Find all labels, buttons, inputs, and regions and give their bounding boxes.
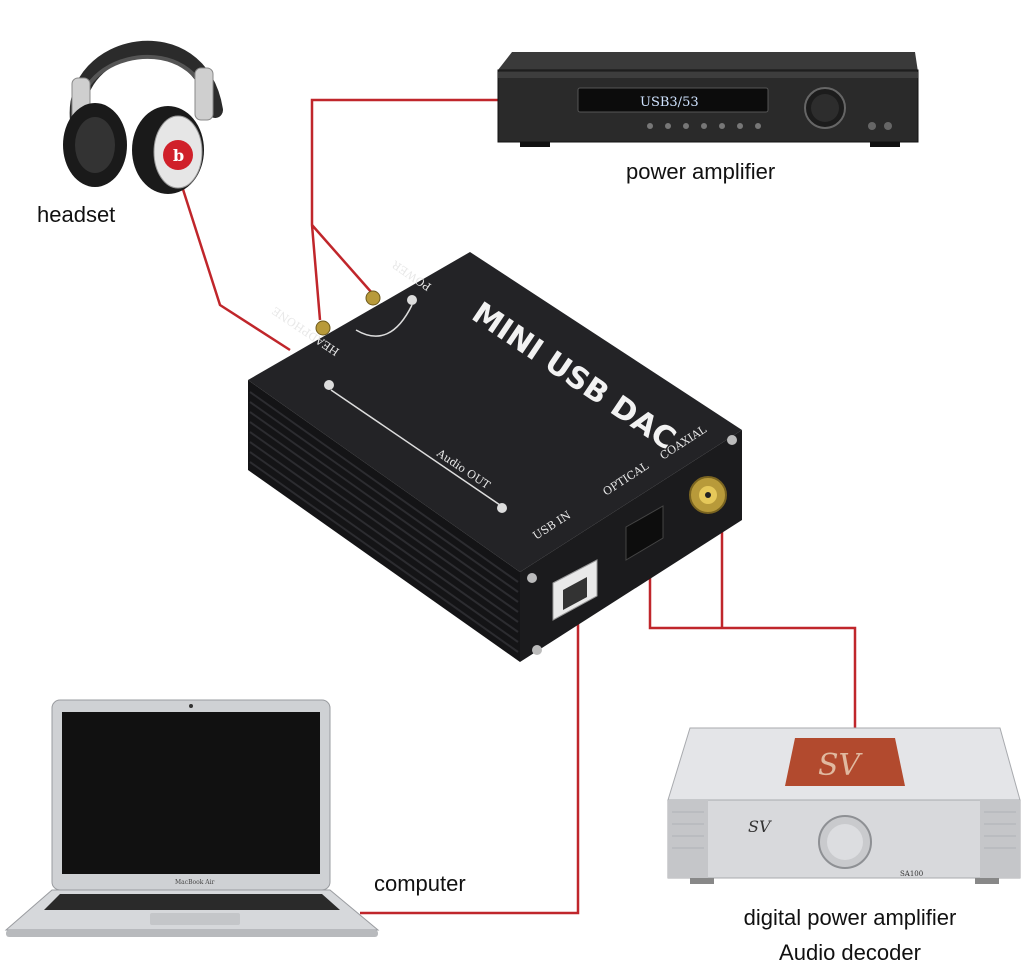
svg-text:b: b (173, 146, 184, 165)
power-amp-cable (310, 98, 500, 321)
headphones-icon: b (63, 40, 223, 194)
power-amplifier-label: power amplifier (626, 159, 776, 184)
decoder-model: SA100 (900, 870, 923, 878)
computer-label: computer (374, 871, 466, 896)
laptop-device: MacBook Air (4, 699, 380, 937)
optical-cable (648, 560, 857, 728)
computer-cable (360, 615, 580, 915)
laptop-brand: MacBook Air (175, 879, 215, 886)
headset-cable (178, 179, 291, 352)
usb-dac-device: MINI USB DAC POWER HEADPHONE Audio OUT U… (248, 252, 742, 662)
power-amplifier-device: USB3/53 (497, 52, 919, 147)
digital-amp-label: digital power amplifier (743, 905, 957, 930)
decoder-top-logo: SV (818, 748, 864, 783)
power-amp-cable-branch (311, 224, 373, 294)
decoder-front-logo: SV (748, 817, 772, 836)
headset-label: headset (37, 202, 116, 227)
amp-display-text: USB3/53 (640, 95, 699, 110)
cables (178, 98, 857, 915)
audio-decoder-label: Audio decoder (779, 940, 921, 965)
decoder-device: SV SV SA100 (667, 727, 1021, 884)
